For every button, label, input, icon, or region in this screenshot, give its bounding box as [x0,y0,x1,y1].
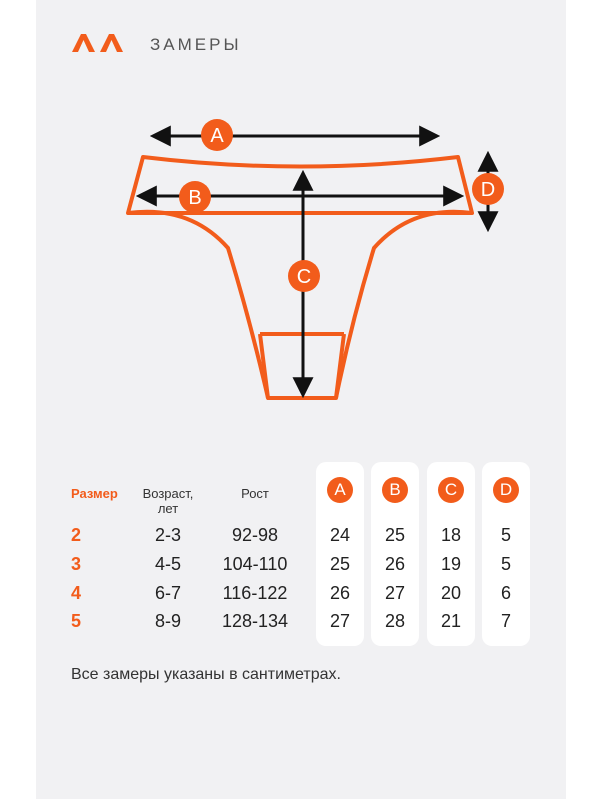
row-height: 116-122 [222,583,288,603]
row-b: 28 [384,611,406,631]
page-title: ЗАМЕРЫ [150,35,242,54]
column-c-card: C [427,462,475,646]
row-age: 6-7 [154,583,181,603]
header-age-line2: лет [157,501,179,516]
label-c-text: C [297,266,311,288]
row-d: 6 [500,583,511,603]
row-size: 5 [71,611,82,631]
label-b-text: B [188,187,201,209]
row-size: 2 [71,525,82,545]
label-a-badge: A [201,119,233,151]
row-c: 20 [440,583,462,603]
header-age-line1: Возраст, [142,486,194,501]
row-a: 26 [329,583,351,603]
row-height: 92-98 [231,525,279,545]
row-a: 24 [329,525,351,545]
column-d-badge: D [493,477,519,503]
header-height: Рост [241,486,269,501]
row-height: 128-134 [221,611,289,631]
column-b-card: B [371,462,419,646]
row-b: 27 [384,583,406,603]
row-c: 18 [440,525,462,545]
row-height: 104-110 [222,554,288,574]
label-a-text: A [210,125,224,147]
row-age: 8-9 [154,611,181,631]
row-age: 4-5 [154,554,181,574]
row-size: 3 [71,554,82,574]
label-d-badge: D [472,173,504,205]
briefs-diagram: A B C D [126,119,504,400]
row-c: 21 [440,611,462,631]
column-a-card: A [316,462,364,646]
units-note: Все замеры указаны в сантиметрах. [71,666,341,683]
label-b-badge: B [179,181,211,213]
label-c-badge: C [288,260,320,292]
row-age: 2-3 [154,525,181,545]
column-a-badge: A [327,477,353,503]
row-d: 5 [500,525,511,545]
row-b: 26 [384,554,406,574]
label-d-text: D [481,179,495,201]
column-b-badge: B [382,477,408,503]
column-d-card: D [482,462,530,646]
header-age: Возраст, лет [128,486,208,516]
row-c: 19 [440,554,462,574]
row-d: 7 [500,611,511,631]
column-c-badge: C [438,477,464,503]
row-a: 27 [329,611,351,631]
row-b: 25 [384,525,406,545]
row-d: 5 [500,554,511,574]
header-size: Размер [71,486,118,501]
brand-logo-icon [72,34,123,52]
row-size: 4 [71,583,82,603]
row-a: 25 [329,554,351,574]
